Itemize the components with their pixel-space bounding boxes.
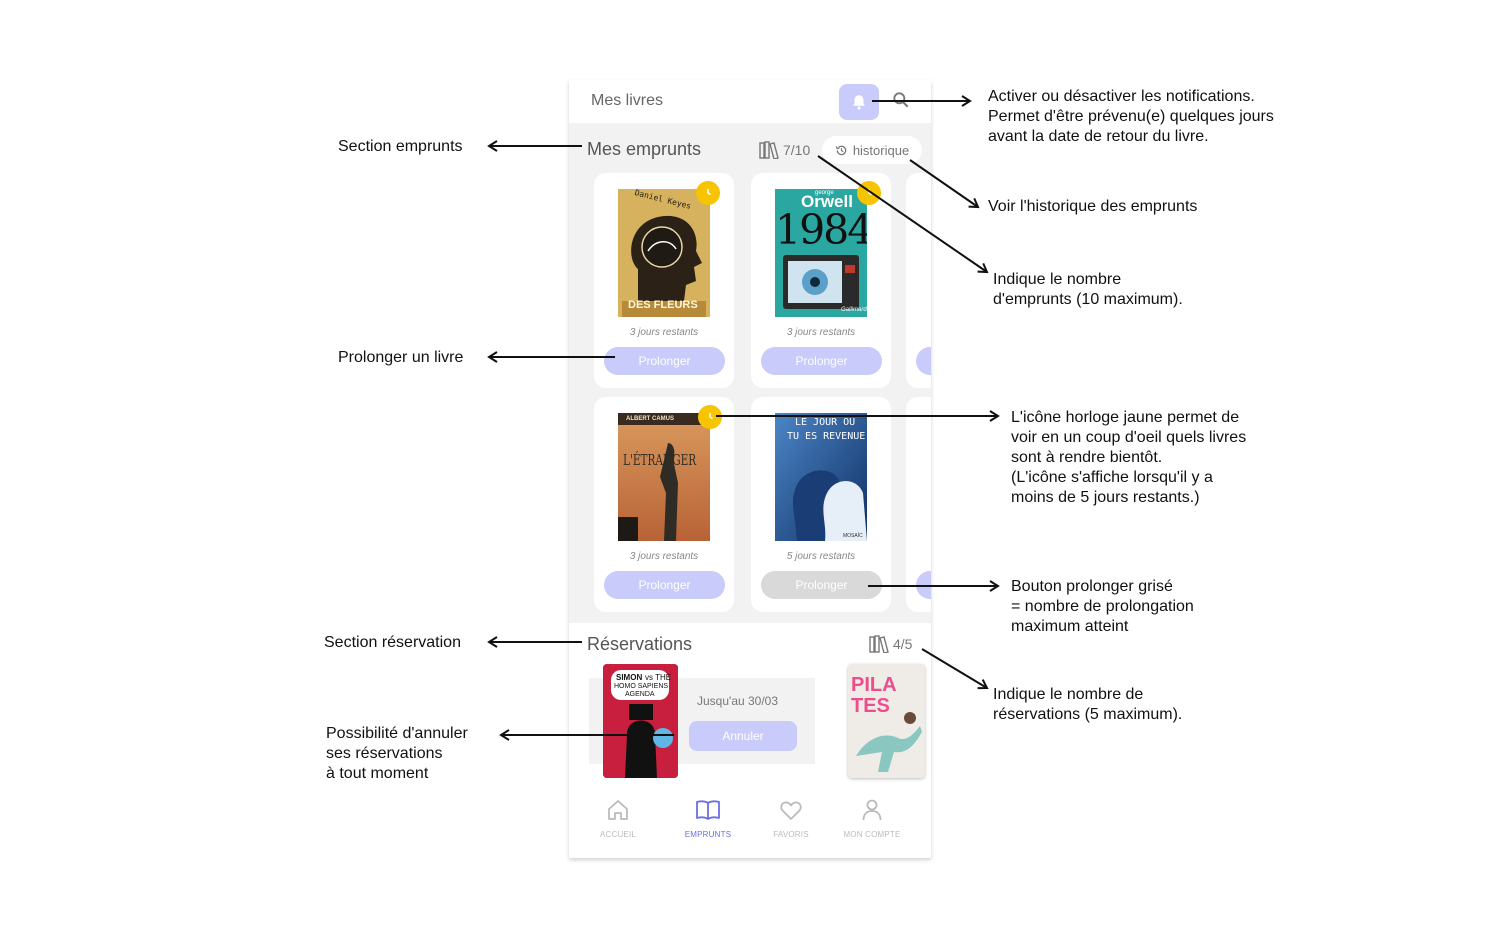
annotation-cancel: Possibilité d'annuler ses réservations à…	[326, 725, 468, 782]
cover-title-line3: HOMO SAPIENS	[614, 683, 669, 690]
book-card[interactable]: Daniel Keyes DES FLEURS 3 jours restants…	[594, 173, 734, 388]
cover-title: L'ÉTRANGER	[623, 451, 697, 469]
cover-title: DES FLEURS	[628, 299, 698, 311]
reservation-count-value: 4/5	[893, 636, 913, 652]
annotation-section-reservation: Section réservation	[324, 634, 461, 651]
book-cover[interactable]: Daniel Keyes DES FLEURS	[618, 189, 710, 317]
book-cover-art	[848, 664, 925, 778]
borrow-count: 7/10	[759, 141, 810, 159]
bell-icon	[853, 95, 865, 110]
phone-screen: Mes livres Mes emprunts 7/10	[569, 80, 931, 858]
book-cover-art	[775, 413, 867, 541]
top-bar: Mes livres	[569, 80, 931, 122]
clock-icon	[857, 181, 881, 205]
nav-label: EMPRUNTS	[684, 830, 732, 839]
annotation-section-borrow: Section emprunts	[338, 138, 463, 155]
notifications-toggle[interactable]	[839, 84, 879, 120]
days-remaining: 5 jours restants	[786, 551, 856, 562]
prolong-button[interactable]: Prolonger	[604, 347, 725, 375]
book-card[interactable]	[906, 397, 931, 612]
days-remaining: 3 jours restants	[786, 327, 856, 338]
book-cover-art	[618, 413, 710, 541]
book-card[interactable]: ALBERT CAMUS L'ÉTRANGER 3 jours restants…	[594, 397, 734, 612]
book-card[interactable]	[906, 173, 931, 388]
prolong-button[interactable]	[916, 571, 931, 599]
reservation-section-title: Réservations	[587, 634, 693, 654]
annotation-history: Voir l'historique des emprunts	[988, 198, 1198, 215]
book-card[interactable]: george Orwell 1984 Gallimard 3 jours res…	[751, 173, 891, 388]
prolong-button[interactable]: Prolonger	[761, 347, 882, 375]
cover-publisher: MOSAÏC	[843, 533, 863, 539]
cover-title-line4: AGENDA	[625, 691, 655, 698]
cover-title-line1: SIMON	[616, 673, 643, 682]
cover-publisher: Gallimard	[841, 307, 867, 313]
book-card[interactable]: LE JOUR OÙ TU ES REVENUE MOSAÏC 5 jours …	[751, 397, 891, 612]
book-cover[interactable]: george Orwell 1984 Gallimard	[775, 189, 867, 317]
annotation-prolong: Prolonger un livre	[338, 349, 464, 366]
user-icon	[862, 799, 882, 821]
book-icon	[696, 800, 720, 820]
nav-item-emprunts[interactable]: EMPRUNTS	[668, 798, 748, 839]
days-remaining: 3 jours restants	[629, 327, 699, 338]
home-icon	[608, 800, 628, 820]
nav-label: ACCUEIL	[599, 830, 637, 839]
prolong-button[interactable]: Prolonger	[604, 571, 725, 599]
nav-label: MON COMPTE	[843, 830, 901, 839]
nav-item-mon-compte[interactable]: MON COMPTE	[832, 798, 912, 839]
borrow-section: Mes emprunts 7/10 historique	[569, 123, 931, 623]
prolong-button[interactable]	[916, 347, 931, 375]
cover-title: 1984	[775, 206, 867, 254]
search-button[interactable]	[891, 90, 915, 114]
nav-label: FAVORIS	[773, 830, 809, 839]
book-cover[interactable]: SIMON vs THE HOMO SAPIENS AGENDA	[603, 664, 678, 778]
book-cover[interactable]: PILA TES	[848, 664, 925, 778]
days-remaining: 3 jours restants	[629, 551, 699, 562]
search-icon	[893, 92, 909, 108]
annotation-notifications: Activer ou désactiver les notifications.…	[988, 88, 1274, 145]
book-cover-art	[603, 664, 678, 778]
history-label: historique	[852, 142, 910, 158]
annotation-borrow-count: Indique le nombre d'emprunts (10 maximum…	[993, 271, 1183, 308]
cover-title-line2: vs THE	[645, 673, 672, 682]
cover-title-line1: PILA	[851, 674, 897, 696]
annotation-greyed: Bouton prolonger grisé = nombre de prolo…	[1011, 578, 1194, 635]
cancel-reservation-button[interactable]: Annuler	[689, 721, 797, 751]
history-icon	[835, 145, 847, 155]
clock-icon	[696, 181, 720, 205]
borrow-section-title: Mes emprunts	[587, 139, 702, 159]
reservation-count: 4/5	[869, 635, 912, 653]
books-icon	[759, 141, 779, 159]
book-cover-art	[618, 189, 710, 317]
cover-title-line1: LE JOUR OÙ	[795, 417, 856, 428]
bottom-nav: ACCUEIL EMPRUNTS FAVORIS MON COMPTE	[569, 792, 931, 858]
book-cover[interactable]: ALBERT CAMUS L'ÉTRANGER	[618, 413, 710, 541]
clock-icon	[698, 405, 722, 429]
heart-icon	[780, 801, 802, 820]
cover-title-line2: TU ES REVENUE	[787, 431, 866, 442]
arrow-reservation-count	[921, 648, 989, 690]
book-cover[interactable]: LE JOUR OÙ TU ES REVENUE MOSAÏC	[775, 413, 867, 541]
books-icon	[869, 635, 889, 653]
history-button[interactable]: historique	[822, 136, 922, 164]
page-title: Mes livres	[591, 92, 664, 109]
nav-item-favoris[interactable]: FAVORIS	[751, 798, 831, 839]
prolong-button-disabled[interactable]: Prolonger	[761, 571, 882, 599]
annotation-reservation-count: Indique le nombre de réservations (5 max…	[993, 686, 1183, 723]
borrow-count-value: 7/10	[783, 142, 811, 158]
nav-item-accueil[interactable]: ACCUEIL	[578, 798, 658, 839]
cover-author: ALBERT CAMUS	[626, 416, 674, 422]
reservation-date: Jusqu'au 30/03	[697, 694, 779, 708]
annotation-clock: L'icône horloge jaune permet de voir en …	[1011, 409, 1247, 506]
cover-title-line2: TES	[851, 695, 890, 717]
